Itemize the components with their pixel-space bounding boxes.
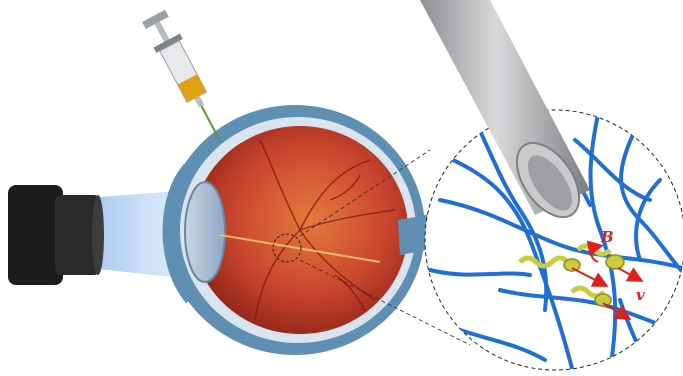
magnetic-field-label: B	[600, 228, 614, 246]
magnified-vitreous-view: B v	[420, 0, 683, 376]
syringe-icon	[140, 9, 233, 148]
velocity-label: v	[636, 286, 645, 304]
eye-cross-section	[165, 105, 462, 355]
